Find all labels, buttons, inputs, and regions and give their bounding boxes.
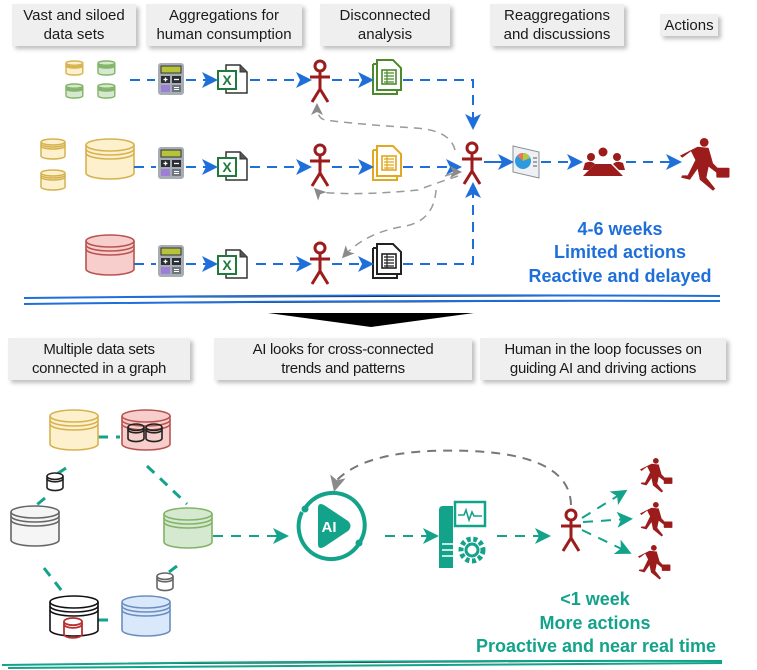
bottom-outcome-mode: Proactive and near real time bbox=[475, 636, 717, 656]
analyst-person-icon bbox=[308, 241, 332, 286]
header-multiple-data: Multiple data sets connected in a graph bbox=[8, 338, 190, 380]
header-disconnected-analysis: Disconnected analysis bbox=[320, 4, 450, 46]
feedback-loop-to-ai bbox=[330, 449, 572, 506]
calculator-icon bbox=[157, 146, 185, 180]
transition-arrow bbox=[268, 313, 474, 327]
calculator-icon bbox=[157, 62, 185, 96]
bottom-divider bbox=[1, 659, 723, 669]
top-outcome-duration: 4-6 weeks bbox=[577, 219, 663, 239]
excel-file-icon bbox=[217, 151, 248, 181]
header-vast-data: Vast and siloed data sets bbox=[12, 4, 136, 46]
header-ai-looks: AI looks for cross-connected trends and … bbox=[214, 338, 472, 380]
action-runner-icon bbox=[638, 545, 671, 580]
graph-node-small-gray bbox=[156, 572, 174, 592]
analyst-person-icon bbox=[308, 143, 332, 188]
presentation-chart-icon bbox=[512, 145, 540, 179]
meeting-group-icon bbox=[583, 147, 625, 176]
excel-file-icon bbox=[217, 64, 248, 94]
row3-datasets bbox=[85, 234, 135, 276]
feedback-loops-top bbox=[311, 103, 462, 259]
monitoring-server-icon bbox=[439, 500, 487, 568]
header-aggregations: Aggregations for human consumption bbox=[146, 4, 302, 46]
header-actions: Actions bbox=[660, 14, 718, 36]
action-runner-icon bbox=[640, 458, 673, 493]
graph-node-small-dark bbox=[46, 472, 64, 492]
analyst-person-icon bbox=[308, 59, 332, 104]
human-in-loop-person-icon bbox=[559, 508, 583, 553]
bottom-flow-arrows bbox=[213, 489, 633, 555]
header-reaggregations: Reaggregations and discussions bbox=[490, 4, 624, 46]
excel-file-icon bbox=[217, 249, 248, 279]
graph-node-yellow bbox=[49, 409, 99, 451]
ai-label: AI bbox=[322, 519, 337, 536]
top-outcome-actions: Limited actions bbox=[553, 242, 687, 262]
central-person-icon bbox=[460, 141, 484, 186]
report-document-icon-black bbox=[372, 243, 402, 279]
graph-node-green bbox=[163, 507, 213, 549]
bottom-outcome-duration: <1 week bbox=[560, 589, 630, 609]
row1-datasets bbox=[65, 60, 116, 99]
report-document-icon-yellow bbox=[372, 145, 402, 181]
header-human-loop: Human in the loop focusses on guiding AI… bbox=[480, 338, 726, 380]
top-divider bbox=[23, 294, 721, 305]
calculator-icon bbox=[157, 244, 185, 278]
ai-engine-icon: AI bbox=[296, 490, 367, 562]
report-document-icon-green bbox=[372, 59, 402, 95]
bottom-outcome-actions: More actions bbox=[539, 613, 651, 633]
row2-datasets bbox=[40, 138, 135, 191]
action-runner-icon bbox=[640, 502, 673, 537]
graph-node-black bbox=[49, 595, 99, 639]
graph-node-gray bbox=[10, 505, 60, 547]
graph-node-blue bbox=[121, 595, 171, 637]
top-outcome-mode: Reactive and delayed bbox=[528, 266, 712, 286]
action-runner-icon bbox=[680, 138, 730, 191]
graph-node-red bbox=[121, 409, 171, 451]
top-flow-arrows bbox=[130, 72, 682, 272]
